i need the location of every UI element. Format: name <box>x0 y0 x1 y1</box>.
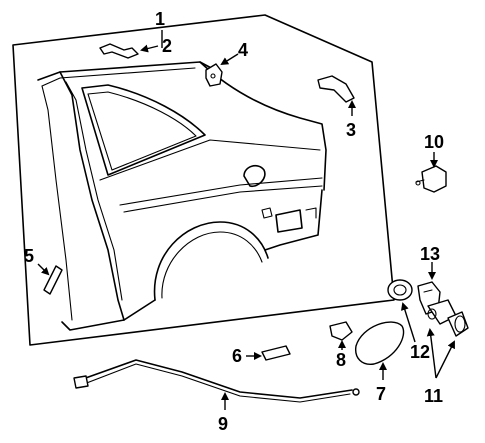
label-part-1: 1 <box>155 9 165 29</box>
label-part-6: 6 <box>232 346 242 366</box>
part-7-fuel-door <box>355 321 405 365</box>
label-part-11: 11 <box>424 386 443 406</box>
assembly-frame <box>12 14 395 346</box>
label-part-12: 12 <box>410 342 430 362</box>
part-9-cable <box>73 359 360 403</box>
label-part-3: 3 <box>346 120 356 140</box>
leader-lines <box>37 30 455 410</box>
label-part-5: 5 <box>24 246 34 266</box>
part-6-pad <box>261 345 291 361</box>
label-part-10: 10 <box>424 132 444 152</box>
part-3-bracket <box>317 75 355 103</box>
label-part-7: 7 <box>376 384 386 404</box>
part-11-lock-cylinder <box>427 299 469 337</box>
label-part-9: 9 <box>218 414 228 434</box>
label-part-4: 4 <box>238 40 248 60</box>
label-part-8: 8 <box>336 350 346 370</box>
label-part-2: 2 <box>162 36 172 56</box>
part-12-ring <box>387 279 413 301</box>
quarter-panel <box>37 61 327 331</box>
part-5-molding <box>43 265 63 295</box>
part-10-actuator <box>415 165 447 193</box>
label-part-13: 13 <box>420 244 440 264</box>
part-8-hinge <box>329 321 353 341</box>
part-labels: 1 2 3 4 5 6 7 8 9 10 11 12 13 <box>24 9 444 434</box>
part-4-bracket <box>205 63 223 87</box>
part-2-bracket <box>99 43 139 59</box>
